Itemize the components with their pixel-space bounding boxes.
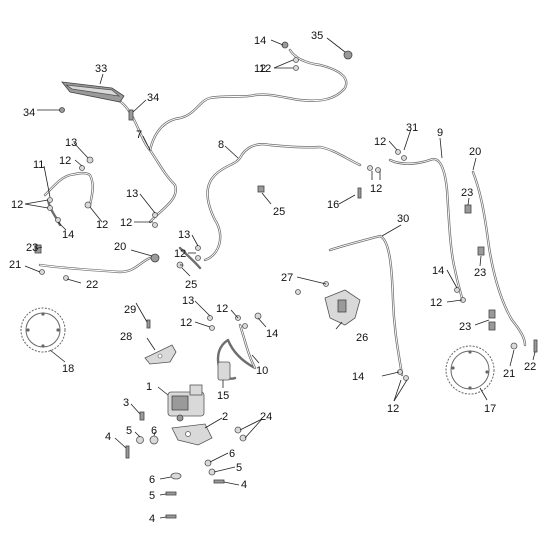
callout-21: 21 xyxy=(503,368,515,380)
callout-26: 26 xyxy=(356,332,368,344)
brake-line-cover-33 xyxy=(61,81,125,103)
brake-pipe-9 xyxy=(388,157,464,300)
junction-15 xyxy=(217,361,231,381)
callout-12: 12 xyxy=(254,63,266,75)
callout-5: 5 xyxy=(126,425,132,437)
callout-33: 33 xyxy=(95,63,107,75)
callout-9: 9 xyxy=(437,127,443,139)
callout-7: 7 xyxy=(136,129,142,141)
callout-4: 4 xyxy=(149,513,155,525)
callout-20: 20 xyxy=(114,241,126,253)
callout-23: 23 xyxy=(474,267,486,279)
fasteners xyxy=(34,41,538,519)
callout-27: 27 xyxy=(281,272,293,284)
mounting-bracket-2 xyxy=(171,423,213,446)
callout-16: 16 xyxy=(327,199,339,211)
callout-13: 13 xyxy=(178,229,190,241)
brake-pipe-8 xyxy=(203,143,362,262)
callout-20: 20 xyxy=(469,146,481,158)
callout-18: 18 xyxy=(62,363,74,375)
callout-17: 17 xyxy=(484,403,496,415)
callout-12: 12 xyxy=(174,248,186,260)
callout-12: 12 xyxy=(430,297,442,309)
callout-23: 23 xyxy=(26,242,38,254)
callout-10: 10 xyxy=(256,365,268,377)
callout-12: 12 xyxy=(387,403,399,415)
callout-12: 12 xyxy=(120,217,132,229)
bracket-26 xyxy=(324,289,361,326)
callout-labels: 1 2 3 4 4 4 5 5 5 6 6 6 7 8 9 10 11 12 1… xyxy=(9,30,536,525)
callout-4: 4 xyxy=(105,431,111,443)
leader-lines xyxy=(24,37,536,519)
callout-28: 28 xyxy=(120,331,132,343)
callout-1: 1 xyxy=(146,381,152,393)
brake-pipe-upper xyxy=(148,48,348,152)
callout-12: 12 xyxy=(59,155,71,167)
callout-12: 12 xyxy=(370,183,382,195)
callout-5: 5 xyxy=(149,490,155,502)
callout-14: 14 xyxy=(352,371,364,383)
callout-13: 13 xyxy=(126,188,138,200)
callout-12: 12 xyxy=(11,199,23,211)
callout-30: 30 xyxy=(397,213,409,225)
callout-8: 8 xyxy=(218,139,224,151)
callout-25: 25 xyxy=(273,206,285,218)
reluctor-ring-18 xyxy=(20,307,66,353)
callout-14: 14 xyxy=(254,35,266,47)
callout-22: 22 xyxy=(86,279,98,291)
brake-pipe-7 xyxy=(116,98,177,224)
callout-14: 14 xyxy=(266,328,278,340)
abs-modulator-1 xyxy=(167,384,205,422)
callout-12: 12 xyxy=(96,219,108,231)
callout-12: 12 xyxy=(374,136,386,148)
reluctor-ring-17 xyxy=(445,345,495,395)
callout-14: 14 xyxy=(432,265,444,277)
callout-31: 31 xyxy=(406,122,418,134)
brake-pipe-20-left xyxy=(38,256,152,274)
brake-pipe-30 xyxy=(328,234,404,377)
bracket-28 xyxy=(144,344,177,365)
callout-13: 13 xyxy=(65,137,77,149)
callout-6: 6 xyxy=(151,425,157,437)
callout-14: 14 xyxy=(62,229,74,241)
brake-pipe-20-right xyxy=(471,170,527,347)
callout-34: 34 xyxy=(23,107,35,119)
callout-25: 25 xyxy=(185,279,197,291)
callout-29: 29 xyxy=(124,304,136,316)
callout-21: 21 xyxy=(9,259,21,271)
callout-35: 35 xyxy=(311,30,323,42)
callout-12: 12 xyxy=(180,317,192,329)
callout-34: 34 xyxy=(147,92,159,104)
callout-2: 2 xyxy=(222,411,228,423)
callout-15: 15 xyxy=(217,390,229,402)
callout-23: 23 xyxy=(461,187,473,199)
callout-6: 6 xyxy=(149,474,155,486)
callout-3: 3 xyxy=(123,397,129,409)
callout-13: 13 xyxy=(182,295,194,307)
callout-12: 12 xyxy=(259,63,271,75)
brake-pipe-13-lower xyxy=(178,246,202,270)
callout-22: 22 xyxy=(524,361,536,373)
callout-4: 4 xyxy=(241,479,247,491)
callout-12: 12 xyxy=(216,303,228,315)
callout-5: 5 xyxy=(236,462,242,474)
callout-24: 24 xyxy=(260,411,272,423)
callout-6: 6 xyxy=(229,448,235,460)
callout-23: 23 xyxy=(459,321,471,333)
callout-11: 11 xyxy=(33,159,44,171)
